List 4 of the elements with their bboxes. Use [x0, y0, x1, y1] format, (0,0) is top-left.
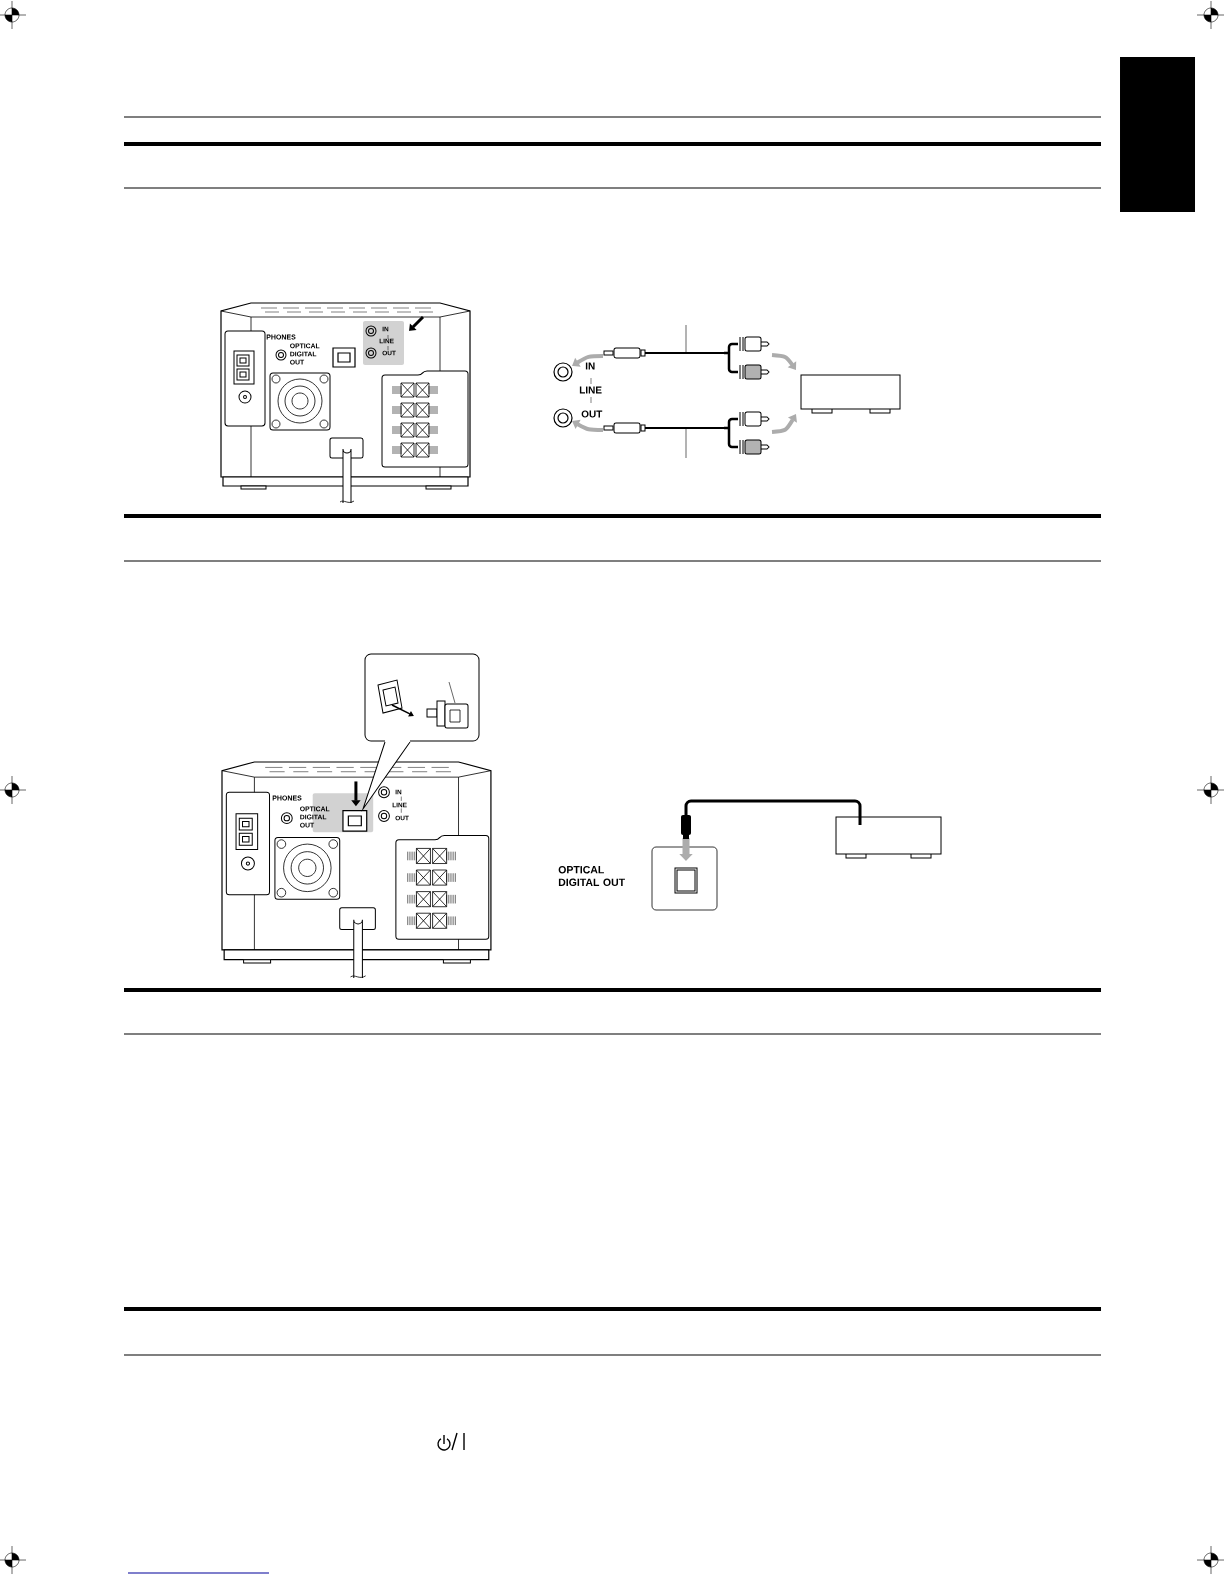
connector-label: OUT [581, 410, 603, 418]
connector-label: IN [585, 362, 595, 370]
connector-label: LINE [579, 386, 602, 394]
connector-label: OPTICAL DIGITAL OUT [558, 866, 625, 887]
